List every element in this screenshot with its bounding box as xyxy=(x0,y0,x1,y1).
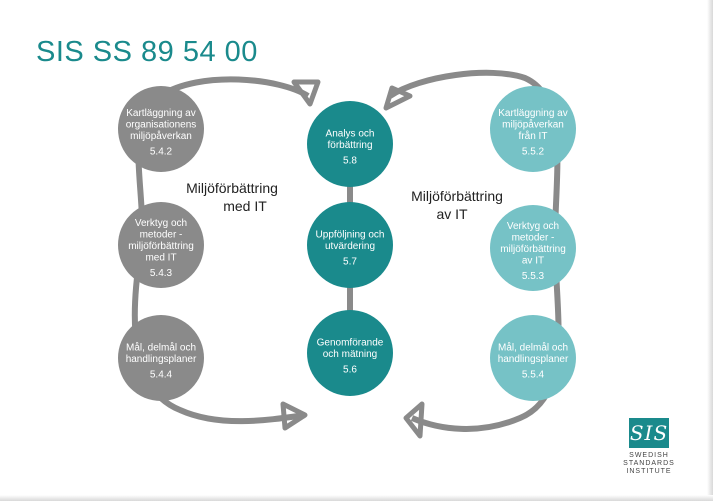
sis-logo: SIS SWEDISH STANDARDS INSTITUTE xyxy=(613,418,685,490)
process-node-label: Mål, delmål och xyxy=(498,342,568,354)
process-node-code: 5.8 xyxy=(343,156,357,167)
process-node-label: handlingsplaner xyxy=(126,354,197,365)
process-node-label: Verktyg och xyxy=(507,221,559,232)
logo-org-line3: INSTITUTE xyxy=(626,468,672,475)
nodes-layer: Kartläggning avorganisationensmiljöpåver… xyxy=(118,86,576,401)
process-node-label: miljöpåverkan xyxy=(130,130,192,142)
process-node-label: Kartläggning av xyxy=(126,108,196,119)
process-node-code: 5.6 xyxy=(343,365,357,376)
slide-edge-right xyxy=(707,0,713,501)
right-loop-label-line1: Miljöförbättring xyxy=(411,188,503,204)
process-node-label: förbättring xyxy=(327,140,372,151)
left-bottom-arrowhead xyxy=(280,401,308,431)
process-node-code: 5.5.4 xyxy=(522,370,545,381)
process-node-label: organisationens xyxy=(126,119,197,130)
process-node-label: med IT xyxy=(145,253,176,264)
process-node-label: Mål, delmål och xyxy=(126,342,196,354)
process-node-label: Verktyg och xyxy=(135,218,187,229)
logo-org-line2: STANDARDS xyxy=(623,460,675,467)
left-loop-label-line1: Miljöförbättring xyxy=(186,180,278,196)
left-loop-label-line2: med IT xyxy=(223,198,267,214)
process-node-label: Genomförande xyxy=(317,338,384,349)
sis-logo-mark: SIS xyxy=(629,418,669,448)
process-node-label: Uppföljning och xyxy=(316,230,385,241)
process-node-code: 5.4.3 xyxy=(150,268,173,279)
slide-edge-bottom xyxy=(0,495,713,501)
process-node-label: miljöförbättring xyxy=(500,244,566,255)
process-node-circle xyxy=(490,315,576,401)
process-node-label: och mätning xyxy=(323,349,377,360)
right-bottom-arrowhead xyxy=(403,401,425,439)
process-node-circle xyxy=(307,101,393,187)
process-node-circle xyxy=(490,205,576,291)
process-node-left-1: Kartläggning avorganisationensmiljöpåver… xyxy=(118,86,204,172)
process-node-code: 5.5.2 xyxy=(522,146,545,157)
right-loop-label-line2: av IT xyxy=(436,206,468,222)
process-node-code: 5.7 xyxy=(343,257,357,268)
process-node-label: miljöpåverkan xyxy=(502,118,564,130)
process-node-code: 5.5.3 xyxy=(522,271,545,282)
left-top-arrowhead xyxy=(291,79,321,107)
process-node-label: miljöförbättring xyxy=(128,241,194,252)
logo-org-line1: SWEDISH xyxy=(629,452,669,459)
process-node-circle xyxy=(490,86,576,172)
process-node-circle xyxy=(307,202,393,288)
process-node-code: 5.4.2 xyxy=(150,146,173,157)
process-node-circle xyxy=(118,86,204,172)
process-node-label: Analys och xyxy=(326,129,375,140)
process-node-label: från IT xyxy=(519,130,548,142)
right-top-arrowhead xyxy=(383,85,413,111)
process-node-circle xyxy=(118,202,204,288)
process-node-label: metoder - xyxy=(512,233,555,244)
page-title: SIS SS 89 54 00 xyxy=(36,36,258,68)
process-node-label: av IT xyxy=(522,256,544,267)
process-node-label: handlingsplaner xyxy=(498,354,569,365)
sis-logo-text: SWEDISH STANDARDS INSTITUTE xyxy=(613,452,685,476)
process-node-label: utvärdering xyxy=(325,241,375,252)
process-node-code: 5.4.4 xyxy=(150,370,173,381)
process-node-circle xyxy=(307,310,393,396)
process-node-label: Kartläggning av xyxy=(498,108,568,119)
process-node-circle xyxy=(118,315,204,401)
process-node-label: metoder - xyxy=(140,230,183,241)
